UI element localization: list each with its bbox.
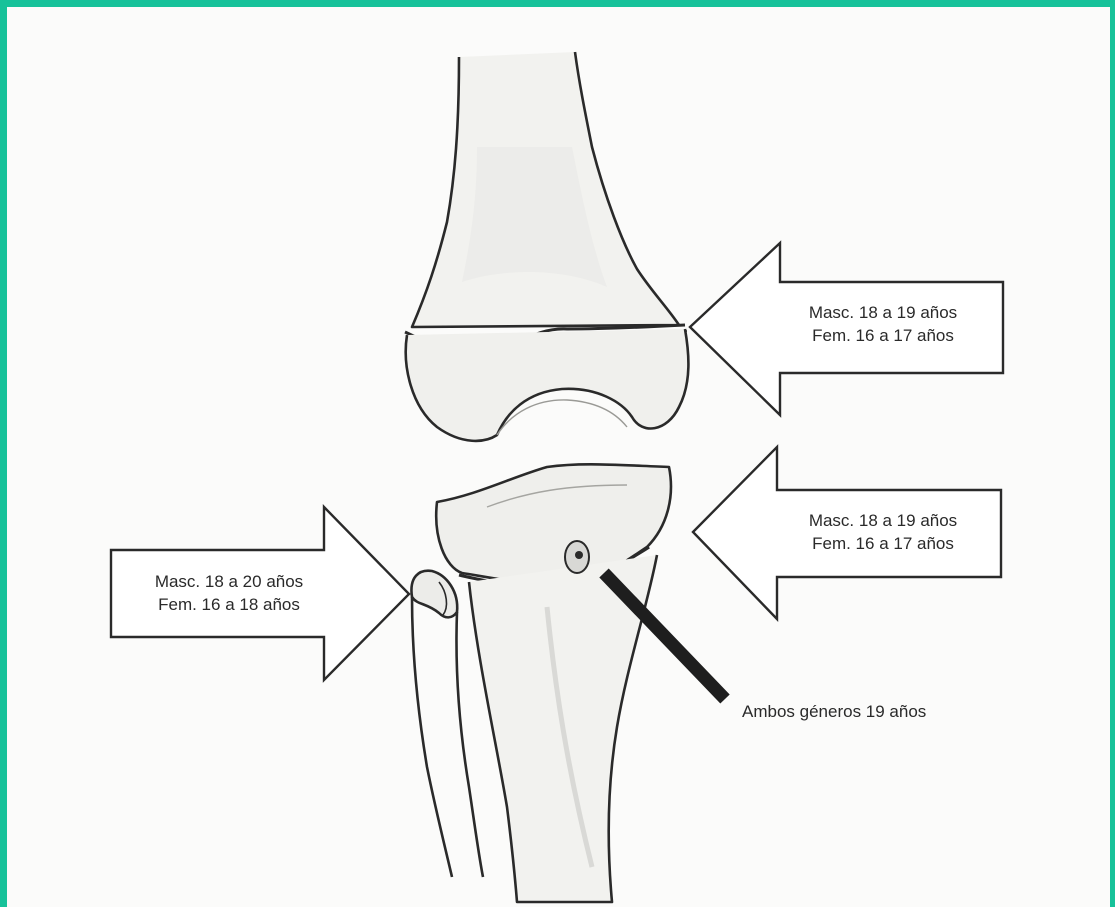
tibia-label-female: Fem. 16 a 17 años [812, 534, 954, 553]
femur-label-male: Masc. 18 a 19 años [809, 303, 957, 322]
femur [405, 52, 688, 441]
tibia [436, 464, 671, 902]
arrow-fibula-head: Masc. 18 a 20 años Fem. 16 a 18 años [111, 507, 409, 680]
tibia-label-male: Masc. 18 a 19 años [809, 511, 957, 530]
fibula-label-male: Masc. 18 a 20 años [155, 572, 303, 591]
femur-label-female: Fem. 16 a 17 años [812, 326, 954, 345]
fibula-label-female: Fem. 16 a 18 años [158, 595, 300, 614]
arrow-tibia-proximal: Masc. 18 a 19 años Fem. 16 a 17 años [693, 447, 1001, 619]
tuberosity-label: Ambos géneros 19 años [742, 702, 926, 721]
femur-condyles [406, 329, 689, 441]
arrow-femur-distal: Masc. 18 a 19 años Fem. 16 a 17 años [690, 243, 1003, 415]
fibula-head [411, 571, 457, 618]
knee-ossification-diagram: Masc. 18 a 19 años Fem. 16 a 17 años Mas… [7, 7, 1115, 914]
fibula-shaft [412, 597, 452, 877]
